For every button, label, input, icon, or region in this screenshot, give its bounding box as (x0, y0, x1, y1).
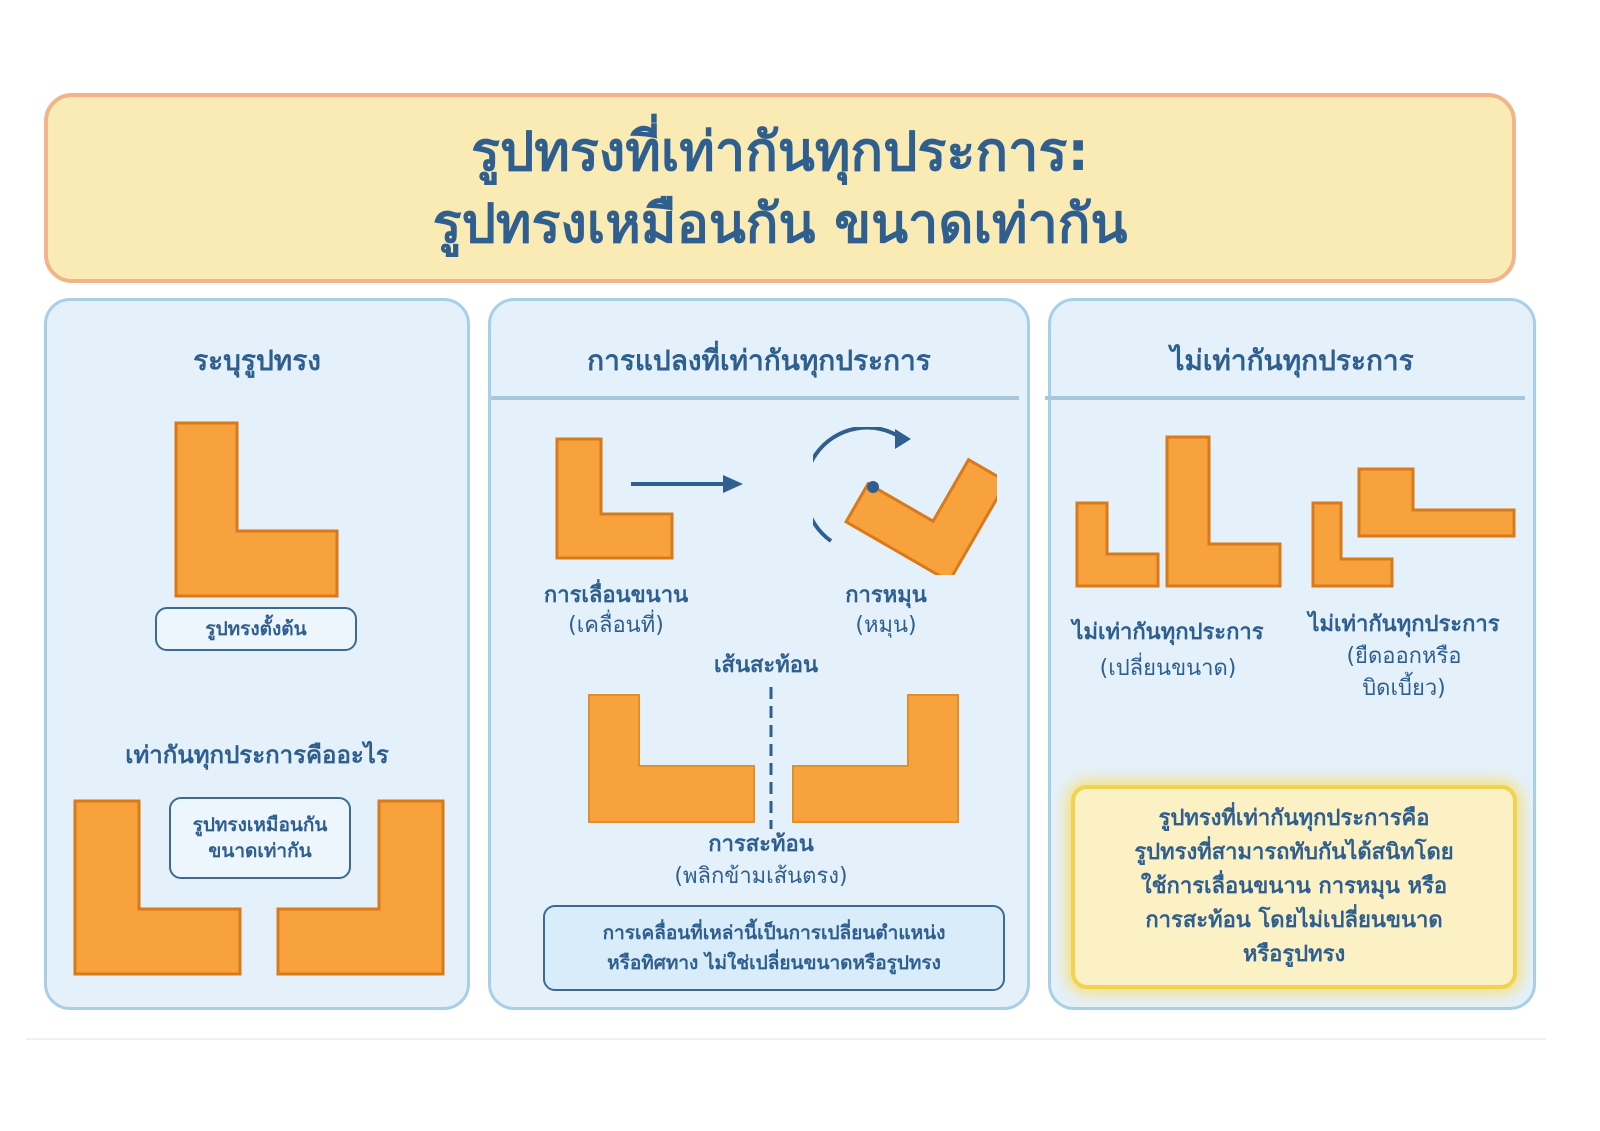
summary-line4: การสะท้อน โดยไม่เปลี่ยนขนาด (1145, 908, 1443, 933)
not-congruent-size-sub: (เปลี่ยนขนาด) (1099, 656, 1237, 681)
original-l-shape (174, 421, 339, 598)
definition-line2: ขนาดเท่ากัน (208, 840, 312, 862)
rotation-label: การหมุน (845, 583, 927, 608)
page-title-line2: รูปทรงเหมือนกัน ขนาดเท่ากัน (432, 192, 1128, 255)
right-arrow-icon (631, 475, 743, 493)
panel-not-congruent: ไม่เท่ากันทุกประการ ไม่เท่ากันทุกประการ … (1045, 298, 1536, 1010)
translation-label-group: การเลื่อนขนาน (เคลื่อนที่) (511, 581, 721, 641)
definition-box: รูปทรงเหมือนกัน ขนาดเท่ากัน (169, 797, 351, 879)
not-congruent-distort-sub2: บิดเบี้ยว) (1362, 676, 1446, 701)
panel-transform-title: การแปลงที่เท่ากันทุกประการ (587, 344, 931, 377)
original-shape-label: รูปทรงตั้งต้น (155, 607, 357, 651)
original-shape-label-text: รูปทรงตั้งต้น (205, 618, 307, 640)
transform-note-line1: การเคลื่อนที่เหล่านี้เป็นการเปลี่ยนตำแหน… (602, 922, 946, 944)
congruent-question: เท่ากันทุกประการคืออะไร (125, 741, 389, 769)
reflection-label-group: การสะท้อน (พลิกข้ามเส้นตรง) (611, 829, 911, 893)
transform-note-line2: หรือทิศทาง ไม่ใช่เปลี่ยนขนาดหรือรูปทรง (607, 952, 941, 974)
transform-note-box: การเคลื่อนที่เหล่านี้เป็นการเปลี่ยนตำแหน… (543, 905, 1005, 991)
summary-box: รูปทรงที่เท่ากันทุกประการคือ รูปทรงที่สา… (1071, 785, 1517, 989)
not-congruent-distort-group: ไม่เท่ากันทุกประการ (ยืดออกหรือ บิดเบี้ย… (1291, 609, 1517, 705)
summary-line5: หรือรูปทรง (1242, 942, 1346, 967)
large-l-shape (1165, 435, 1282, 588)
translation-sub: (เคลื่อนที่) (568, 613, 664, 638)
translation-label: การเลื่อนขนาน (543, 583, 689, 608)
stretched-l-shape (1357, 467, 1516, 538)
not-congruent-distort-label: ไม่เท่ากันทุกประการ (1308, 612, 1500, 637)
panel-not-title: ไม่เท่ากันทุกประการ (1170, 344, 1414, 377)
rotation-illustration (813, 427, 997, 575)
panel-identify-shape: ระบุรูปทรง รูปทรงตั้งต้น เท่ากันทุกประกา… (44, 298, 470, 1010)
panel-identify-title: ระบุรูปทรง (193, 344, 321, 377)
summary-line3: ใช้การเลื่อนขนาน การหมุน หรือ (1140, 874, 1448, 899)
reflection-label: การสะท้อน (708, 832, 814, 857)
congruent-l-shape-left (73, 799, 242, 976)
translation-l-shape (555, 437, 674, 560)
reflection-l-shape-left (588, 694, 755, 823)
not-congruent-size-label: ไม่เท่ากันทุกประการ (1072, 620, 1264, 645)
not-congruent-size-group: ไม่เท่ากันทุกประการ (เปลี่ยนขนาด) (1051, 615, 1285, 687)
page-title-line1: รูปทรงที่เท่ากันทุกประการ: (470, 120, 1090, 183)
bottom-rule (26, 1038, 1546, 1040)
panel-divider-right (1045, 396, 1525, 400)
rotation-sub: (หมุน) (855, 613, 917, 638)
title-banner: รูปทรงที่เท่ากันทุกประการ: รูปทรงเหมือนก… (44, 93, 1516, 283)
summary-line2: รูปทรงที่สามารถทับกันได้สนิทโดย (1134, 840, 1454, 865)
reflection-sub: (พลิกข้ามเส้นตรง) (674, 864, 848, 889)
reflection-l-shape-right (792, 694, 959, 823)
congruent-l-shape-right (276, 799, 445, 976)
definition-line1: รูปทรงเหมือนกัน (192, 814, 328, 836)
rotate-arrow-icon (813, 427, 905, 543)
compare-l-shape (1311, 501, 1394, 588)
mirror-line-label: เส้นสะท้อน (714, 653, 818, 678)
summary-line1: รูปทรงที่เท่ากันทุกประการคือ (1158, 806, 1430, 831)
panel-transformations: การแปลงที่เท่ากันทุกประการ การเลื่อนขนาน… (488, 298, 1030, 1010)
small-l-shape (1075, 501, 1160, 588)
not-congruent-distort-sub1: (ยืดออกหรือ (1346, 644, 1462, 669)
mirror-line (769, 687, 773, 829)
rotation-label-group: การหมุน (หมุน) (801, 581, 971, 641)
panel-divider (491, 396, 1019, 400)
